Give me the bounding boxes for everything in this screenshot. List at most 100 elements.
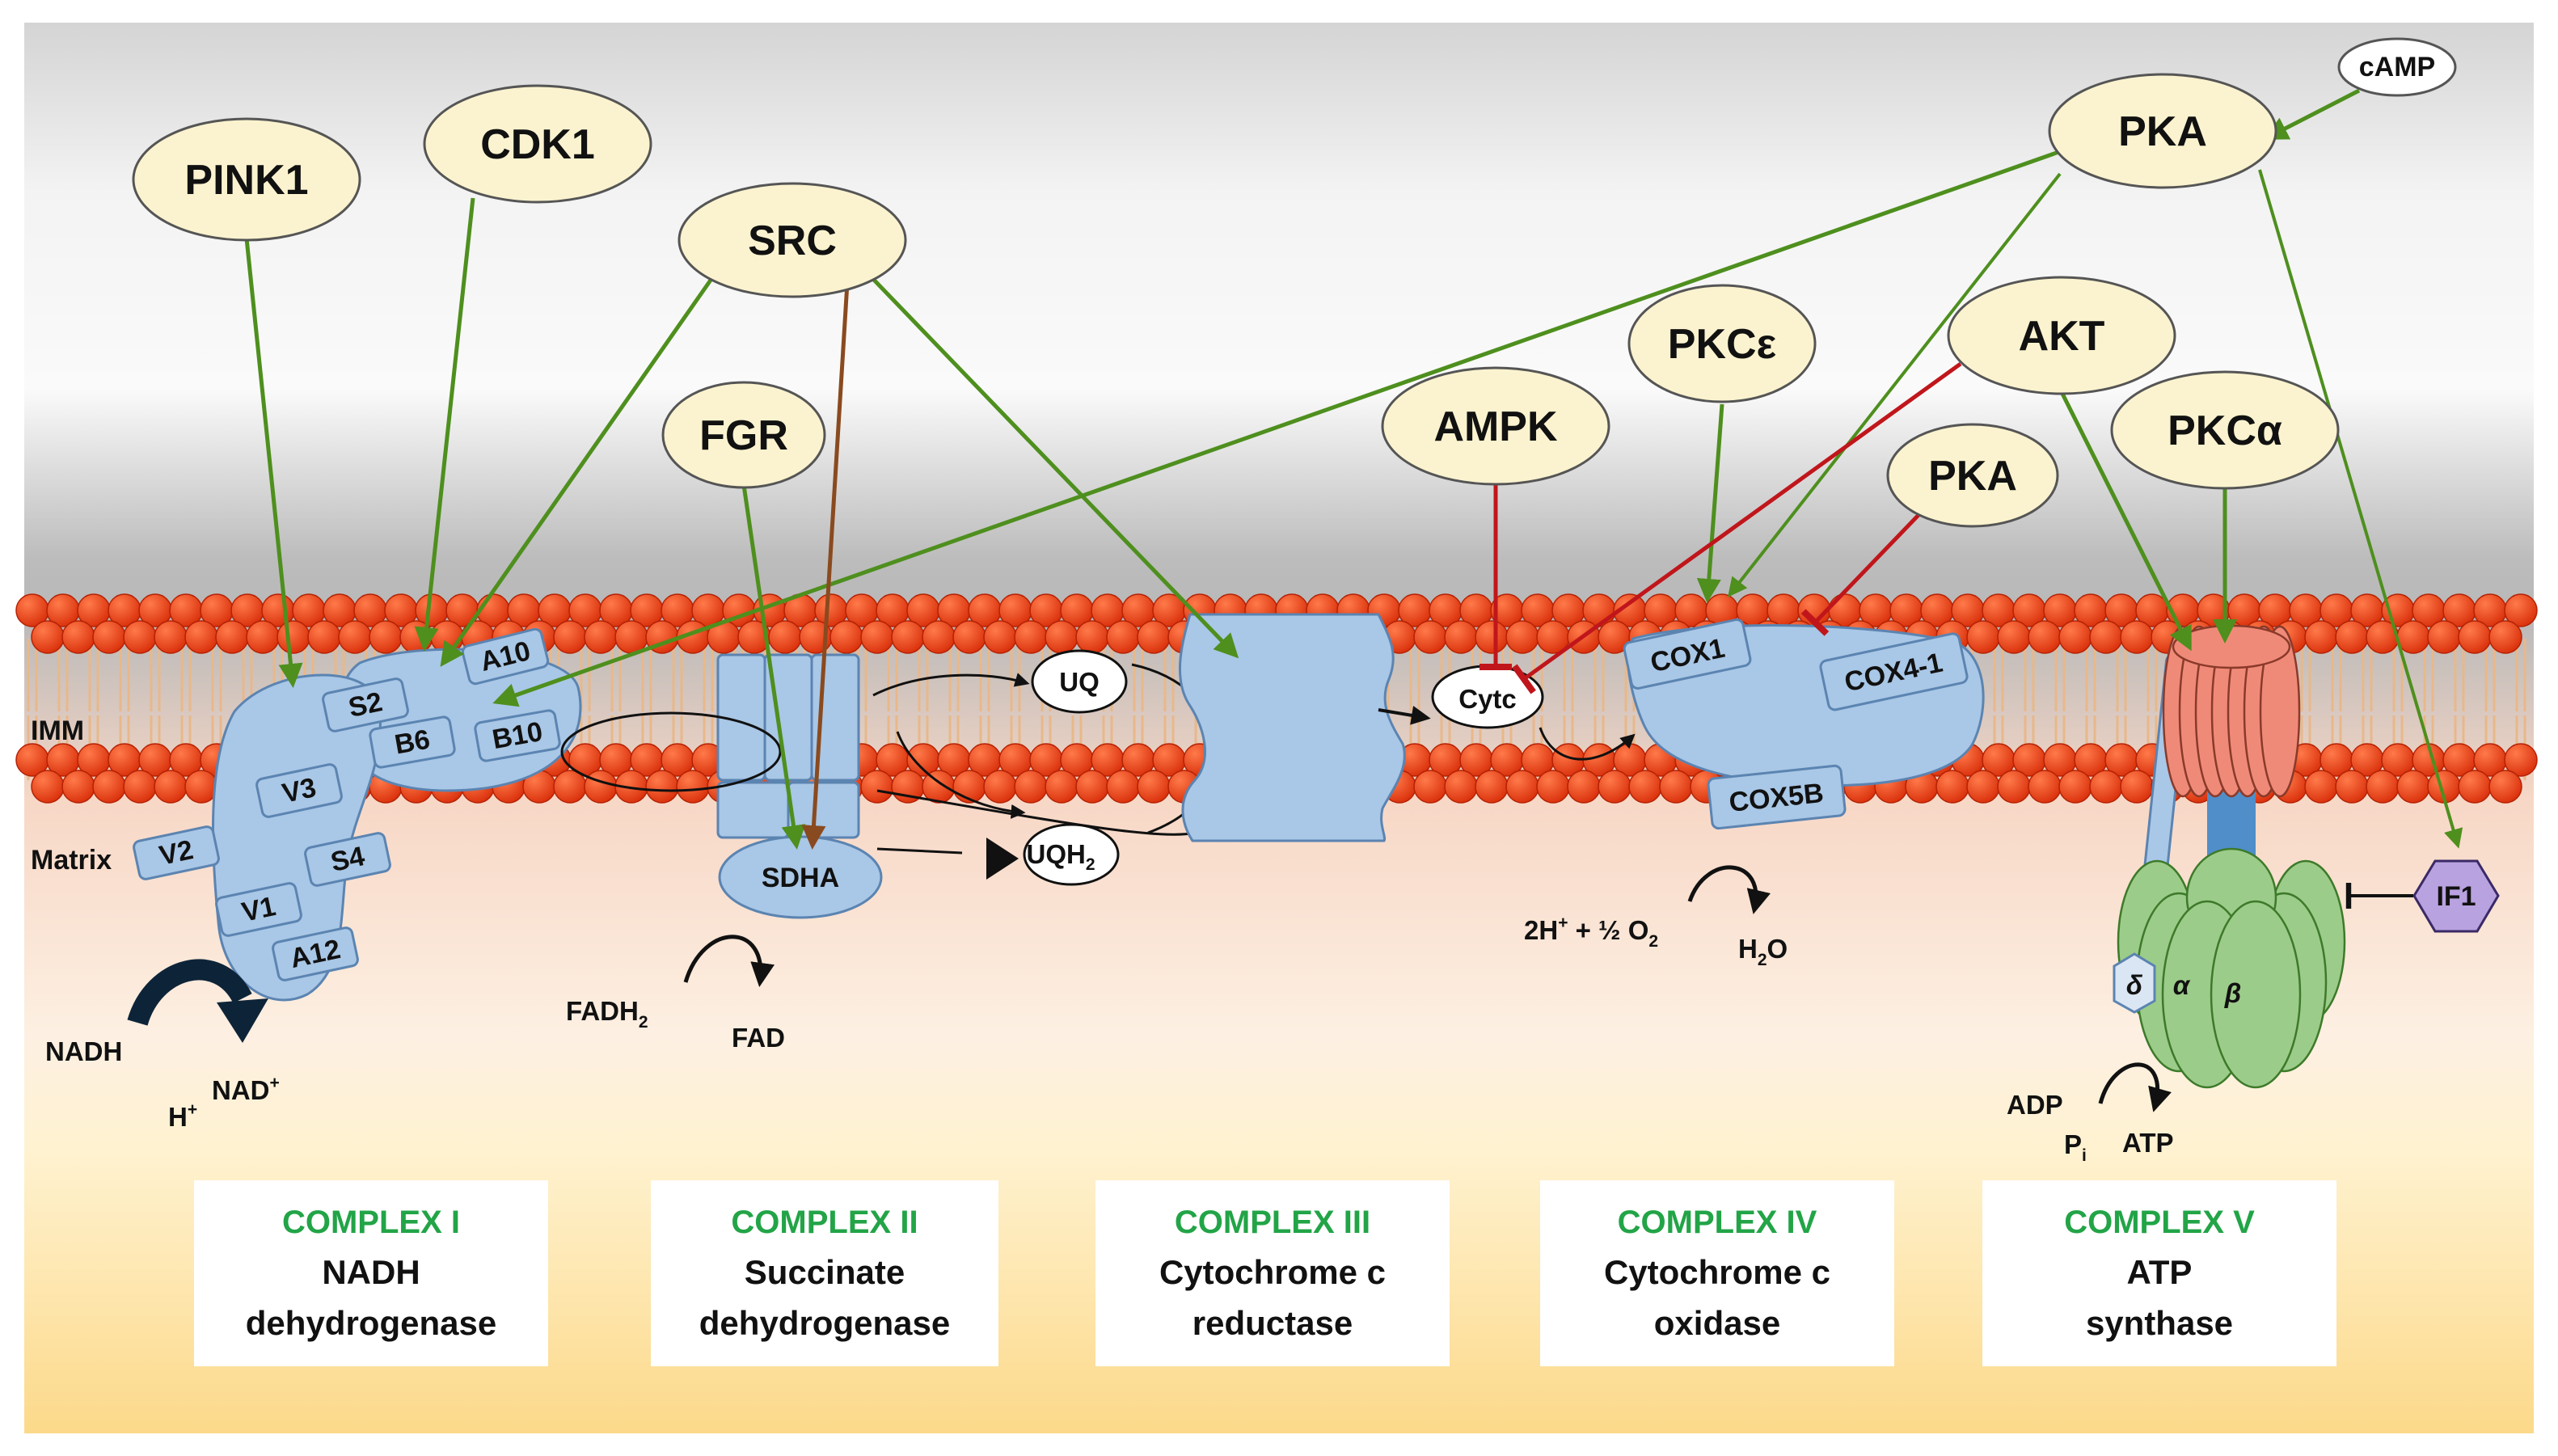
camp-node: cAMP bbox=[2337, 37, 2457, 97]
complex-iv-label-box: COMPLEX IV Cytochrome c oxidase bbox=[1540, 1180, 1894, 1366]
lipid-head bbox=[2304, 620, 2338, 654]
lipid-head bbox=[768, 620, 802, 654]
lipid-head bbox=[1014, 620, 1048, 654]
ampk-label: AMPK bbox=[1433, 403, 1558, 450]
lipid-head bbox=[1536, 770, 1570, 804]
lipid-head bbox=[2458, 770, 2492, 804]
h2o-subscript: 2 bbox=[1758, 951, 1767, 969]
h2o-h-label: H bbox=[1738, 934, 1758, 964]
nadh-curved-arrow bbox=[127, 959, 252, 1027]
lipid-head bbox=[860, 620, 894, 654]
cox5b-subunit bbox=[1707, 764, 1847, 830]
lipid-head bbox=[92, 770, 126, 804]
if1-label: IF1 bbox=[2436, 881, 2476, 912]
lipid-head bbox=[1997, 620, 2031, 654]
cdk1-label: CDK1 bbox=[480, 121, 595, 168]
complex-i-subunit-label: S4 bbox=[328, 841, 368, 878]
cox1-subunit bbox=[1623, 618, 1752, 690]
lipid-head bbox=[2058, 770, 2092, 804]
lipid-head bbox=[1505, 620, 1539, 654]
complex-i-subunit: V2 bbox=[133, 825, 220, 880]
nad-superscript: + bbox=[270, 1074, 280, 1092]
src-node: SRC bbox=[677, 182, 907, 298]
lipid-head bbox=[123, 620, 157, 654]
lipid-head bbox=[1475, 620, 1509, 654]
nadh-label: NADH bbox=[45, 1036, 122, 1066]
pink1-to-complex-i bbox=[244, 238, 303, 688]
cdk1-node: CDK1 bbox=[423, 84, 652, 204]
akt-inhibits-cytc bbox=[1512, 361, 1962, 694]
complex-i-subunit: B6 bbox=[369, 715, 456, 769]
lipid-head bbox=[154, 620, 188, 654]
lipid-head bbox=[276, 620, 310, 654]
lipid-head bbox=[1475, 770, 1509, 804]
lipid-head bbox=[584, 770, 618, 804]
lipid-head bbox=[2488, 770, 2522, 804]
lipid-head bbox=[584, 620, 618, 654]
lipid-head bbox=[1413, 770, 1447, 804]
pka-top-node: PKA bbox=[2048, 73, 2277, 189]
lipid-head bbox=[2366, 770, 2400, 804]
akt-to-complex-v bbox=[2059, 390, 2192, 652]
alpha-label: α bbox=[2173, 970, 2191, 1000]
lipid-head bbox=[922, 770, 956, 804]
complex-ii-name-line2: dehydrogenase bbox=[699, 1304, 950, 1342]
lipid-head bbox=[61, 620, 95, 654]
complex-i-subunit-label: B6 bbox=[392, 724, 432, 761]
src-to-complex-i bbox=[440, 277, 714, 667]
complex-i-subunit-label: S2 bbox=[346, 686, 386, 724]
pkce-label: PKCε bbox=[1668, 321, 1776, 368]
fadh2-label: FADH bbox=[566, 996, 639, 1026]
lipid-head bbox=[2396, 620, 2430, 654]
lipid-head bbox=[2120, 620, 2154, 654]
lipid-head bbox=[92, 620, 126, 654]
cytc-label: Cytc bbox=[1458, 684, 1517, 714]
fadh2-subscript: 2 bbox=[639, 1013, 648, 1032]
pka-inhibits-complex-iv bbox=[1800, 512, 1922, 636]
lipid-head bbox=[676, 770, 710, 804]
complex-iv: COX1 COX4-1 COX5B bbox=[1623, 618, 1985, 830]
lipid-head bbox=[1014, 770, 1048, 804]
akt-node: AKT bbox=[1947, 276, 2176, 395]
pink1-label: PINK1 bbox=[184, 157, 308, 204]
lipid-head bbox=[2427, 620, 2461, 654]
lipid-head bbox=[1966, 620, 2000, 654]
atp-curved-arrow bbox=[2098, 1062, 2172, 1112]
pka-mid-node: PKA bbox=[1886, 423, 2059, 528]
fgr-label: FGR bbox=[699, 412, 788, 459]
pi-label: P bbox=[2064, 1129, 2082, 1159]
complex-iii-name-line1: Cytochrome c bbox=[1159, 1253, 1386, 1291]
lipid-head bbox=[2335, 620, 2369, 654]
uqh2-arrowhead bbox=[986, 838, 1019, 880]
complex-iii-name-line2: reductase bbox=[1192, 1304, 1353, 1342]
complex-i-subunit: S2 bbox=[322, 677, 409, 732]
complex-iii bbox=[1179, 613, 1406, 842]
h-plus-label: H bbox=[168, 1102, 188, 1132]
kinase-nodes: PINK1 CDK1 SRC FGR PKA cAMP PKCε AMPK bbox=[132, 37, 2457, 528]
matrix-label: Matrix bbox=[31, 845, 112, 876]
pka-mid-label: PKA bbox=[1928, 453, 2017, 500]
svg-text:Pi: Pi bbox=[2064, 1129, 2087, 1165]
lipid-head bbox=[1137, 620, 1171, 654]
lipid-head bbox=[2028, 770, 2062, 804]
lipid-head bbox=[1505, 770, 1539, 804]
complex-i-label-box: COMPLEX I NADH dehydrogenase bbox=[194, 1180, 548, 1366]
lipid-head bbox=[2120, 770, 2154, 804]
lipid-head bbox=[983, 770, 1017, 804]
complex-iv-name-line1: Cytochrome c bbox=[1604, 1253, 1830, 1291]
lipid-head bbox=[1444, 620, 1478, 654]
lipid-head bbox=[2028, 620, 2062, 654]
complex-iv-title: COMPLEX IV bbox=[1618, 1205, 1817, 1240]
lipid-head bbox=[123, 770, 157, 804]
lipid-head bbox=[1935, 770, 1969, 804]
complex-ii: SDHA bbox=[716, 653, 883, 919]
svg-text:NAD+: NAD+ bbox=[212, 1074, 280, 1105]
complex-i-subunit: V3 bbox=[255, 763, 343, 818]
svg-text:FADH2: FADH2 bbox=[566, 996, 648, 1032]
lipid-head bbox=[829, 620, 863, 654]
o2-subscript: 2 bbox=[1648, 932, 1658, 951]
lipid-head bbox=[2504, 743, 2538, 777]
svg-text:2H+ + ½ O2: 2H+ + ½ O2 bbox=[1524, 914, 1658, 951]
h2o-o-label: O bbox=[1767, 934, 1788, 964]
sdha-label: SDHA bbox=[762, 863, 839, 893]
